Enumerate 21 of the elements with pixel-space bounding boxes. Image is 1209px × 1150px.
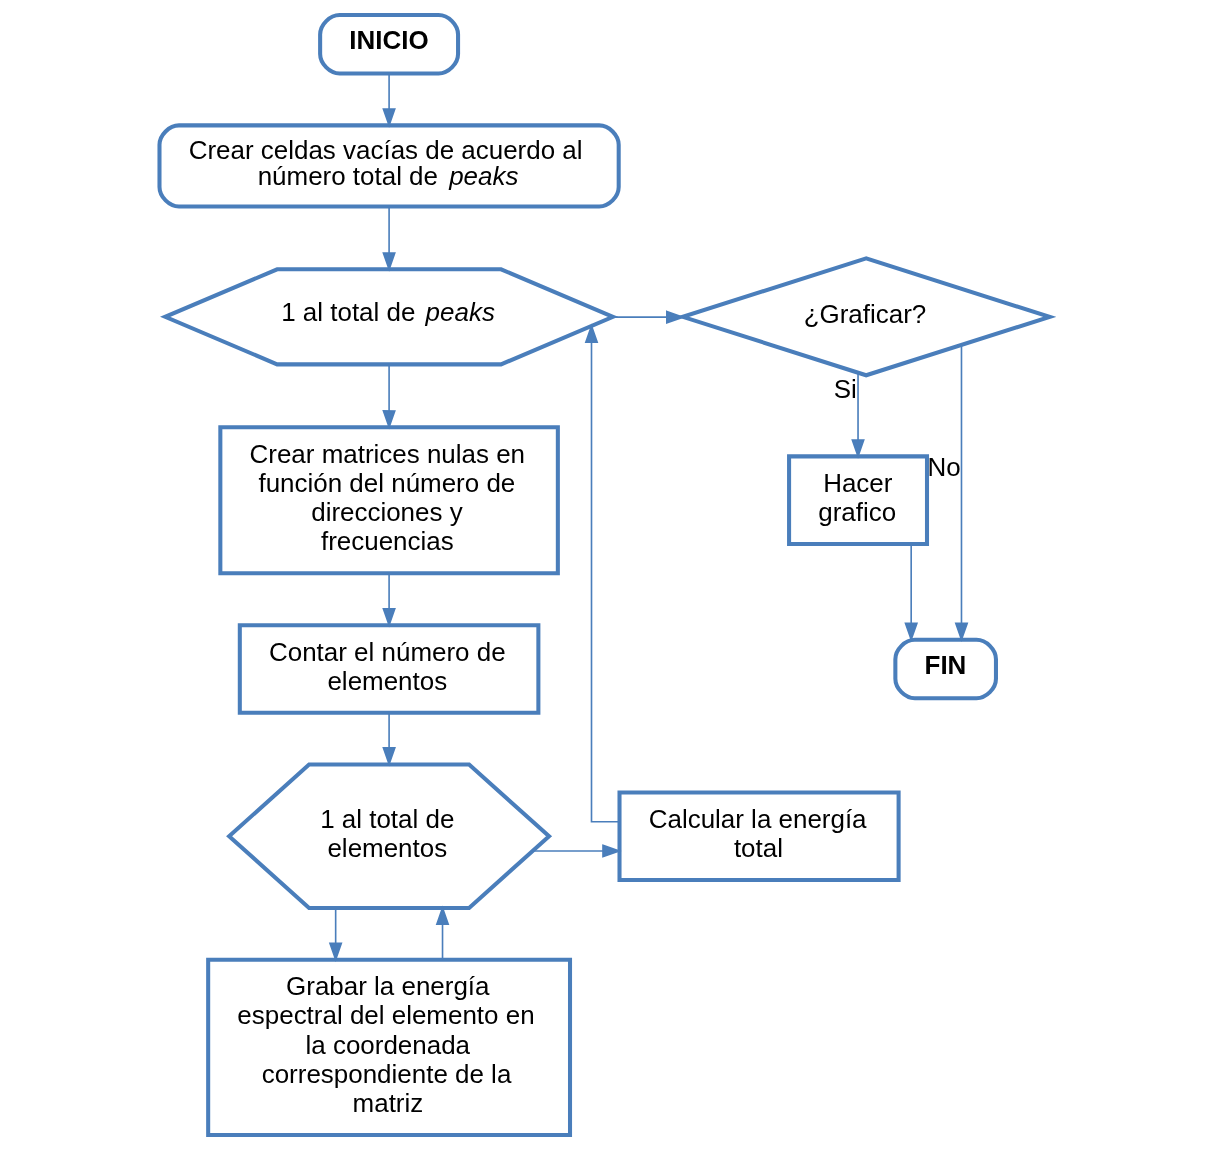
arrow [382,712,396,767]
node-box: Crear celdas vacías de acuerdo al número total de peaks [157,123,621,209]
node-box: Hacer grafico [787,454,930,547]
arrow [382,572,396,628]
node-box: Contar el número de elementos [237,623,541,715]
node-box: INICIO [318,13,461,76]
arrow [435,905,450,961]
arrow [328,907,343,962]
arrow [954,344,969,643]
node-box: Crear matrices nulas en función del número de direcciones y frecuencias [218,425,560,576]
arrow [382,72,396,128]
arrow [382,363,396,430]
node-box: FIN [893,637,998,701]
arrow [851,372,865,459]
edge-label: No [927,451,961,482]
arrow [612,310,686,324]
arrow [382,206,396,272]
node-box: Grabar la energía espectral del elemento en la coordenada correspondiente de la matriz [206,957,573,1137]
node-box: Calcular la energía total [617,790,901,883]
arrow [584,323,620,823]
arrow [531,844,622,858]
